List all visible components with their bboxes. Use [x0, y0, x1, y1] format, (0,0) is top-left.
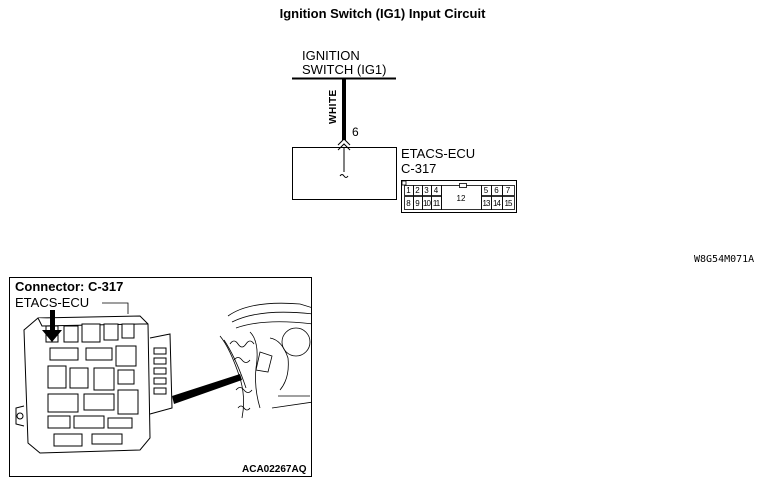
connector-face: [401, 180, 517, 213]
photo-connector-title: Connector: C-317: [15, 279, 124, 294]
pin-label: 15: [504, 199, 513, 208]
pin-label: 4: [433, 186, 439, 195]
figure-code: W8G54M071A: [694, 254, 755, 265]
connector-pointer-arrow: [42, 310, 62, 342]
wire-pin-number: 6: [352, 125, 359, 139]
pin-label: 6: [494, 186, 499, 195]
pin-label: 2: [415, 186, 420, 195]
connector-location-illustration: Connector: C-317 ETACS-ECU ACA02267AQ: [9, 277, 312, 477]
wire-color-label: WHITE: [328, 89, 339, 124]
pin-label: 3: [424, 186, 429, 195]
photo-ecu-label: ETACS-ECU: [15, 295, 90, 310]
circuit-diagram: [292, 77, 517, 213]
pin-label: 1: [406, 186, 411, 195]
ignition-switch-label-line2: SWITCH (IG1): [302, 62, 387, 77]
pin-label: 10: [423, 199, 431, 208]
pin-label: 5: [483, 186, 489, 195]
ecu-wire-tilde: [339, 174, 349, 178]
ecu-box: [292, 147, 397, 200]
ecu-connector-label: C-317: [401, 161, 437, 176]
pin-label: 11: [432, 199, 440, 208]
pin-label: 14: [493, 199, 501, 208]
ecu-leader-line: [102, 302, 129, 314]
ignition-switch-label-line1: IGNITION: [302, 48, 360, 63]
photo-figure-code: ACA02267AQ: [242, 464, 307, 475]
ecu-and-dashboard-drawing: [15, 302, 311, 454]
pin-label: 13: [482, 199, 491, 208]
ecu-unit-drawing: [15, 315, 173, 454]
pin-label: 9: [415, 199, 420, 208]
pin-label: 7: [505, 186, 511, 195]
diagram-title: Ignition Switch (IG1) Input Circuit: [279, 6, 486, 21]
dashboard-drawing: [219, 302, 311, 419]
ecu-name-label: ETACS-ECU: [401, 146, 476, 161]
pin-label: 12: [456, 194, 466, 203]
connector-chevron-upper: [337, 138, 351, 146]
location-pointer-arrow: [172, 374, 242, 404]
pin-label: 8: [406, 199, 411, 208]
